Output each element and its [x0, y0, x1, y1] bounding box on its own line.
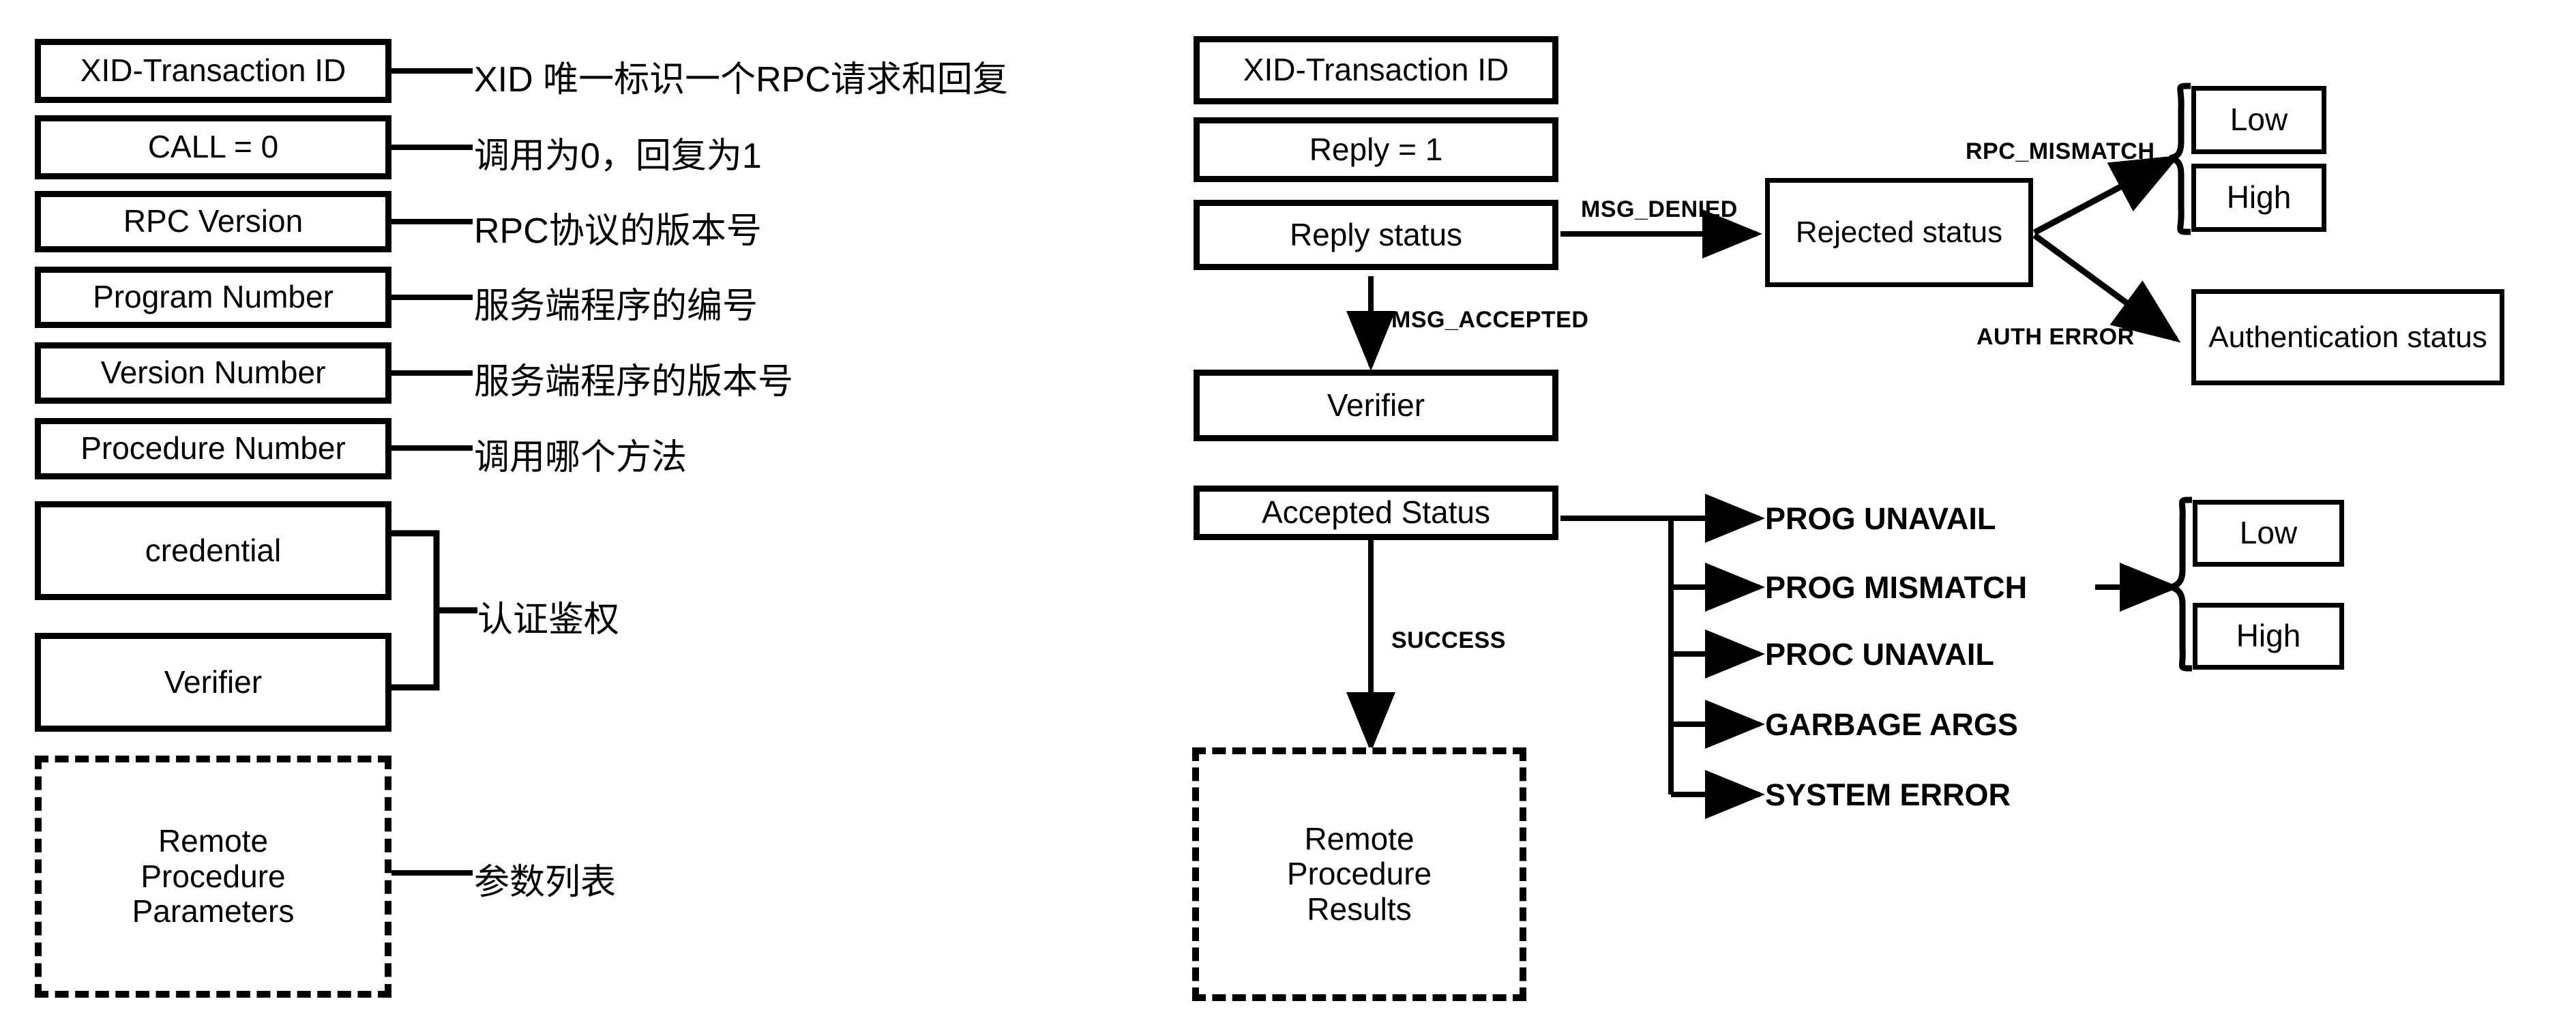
reply-field-verifier[interactable]: Verifier — [1194, 370, 1558, 441]
auth-group-bracket — [391, 530, 477, 691]
call-field-version-number[interactable]: Version Number — [35, 342, 391, 404]
version-range-brace-top — [2169, 83, 2191, 235]
call-field-xid-label: XID-Transaction ID — [80, 53, 346, 89]
call-field-call-label: CALL = 0 — [147, 129, 279, 165]
edge-rpc-mismatch — [2032, 155, 2180, 235]
reply-field-reply-status-label: Reply status — [1289, 216, 1463, 252]
call-field-verifier-label: Verifier — [164, 664, 263, 700]
reply-field-xid[interactable]: XID-Transaction ID — [1194, 36, 1558, 104]
call-payload-parameters[interactable]: Remote Procedure Parameters — [35, 756, 391, 998]
note-auth-group: 认证鉴权 — [477, 600, 620, 640]
accepted-outcome-prog-unavail: PROG UNAVAIL — [1765, 501, 1996, 536]
accepted-outcome-system-error: SYSTEM ERROR — [1765, 777, 2011, 812]
call-payload-line-3: Parameters — [132, 893, 295, 929]
call-payload-line-1: Remote — [158, 823, 269, 859]
reply-payload-line-2: Procedure — [1286, 856, 1432, 892]
note-program-number: 服务端程序的编号 — [474, 286, 758, 326]
rejected-status-box[interactable]: Rejected status — [1765, 178, 2033, 287]
rejected-status-label: Rejected status — [1795, 215, 2003, 250]
authentication-status-box[interactable]: Authentication status — [2191, 289, 2504, 385]
edge-label-rpc-mismatch: RPC_MISMATCH — [1966, 138, 2155, 164]
reply-payload-results[interactable]: Remote Procedure Results — [1192, 747, 1526, 1001]
note-rpc-version: RPC协议的版本号 — [474, 211, 762, 251]
accepted-outcome-garbage-args: GARBAGE ARGS — [1765, 707, 2018, 742]
accepted-outcome-prog-mismatch: PROG MISMATCH — [1765, 570, 2028, 605]
version-range-top-high[interactable]: High — [2191, 164, 2326, 232]
note-xid: XID 唯一标识一个RPC请求和回复 — [474, 60, 1008, 100]
edge-label-auth-error: AUTH ERROR — [1977, 324, 2135, 350]
version-range-bottom-low[interactable]: Low — [2193, 500, 2344, 567]
version-range-brace-bottom — [2163, 496, 2193, 672]
call-field-credential-label: credential — [145, 532, 282, 568]
call-payload-line-2: Procedure — [140, 858, 286, 894]
call-field-procedure-number-label: Procedure Number — [80, 430, 346, 466]
note-call: 调用为0，回复为1 — [474, 136, 762, 176]
version-range-bottom-high-label: High — [2236, 618, 2301, 654]
reply-field-reply[interactable]: Reply = 1 — [1194, 117, 1558, 182]
call-leader-lines — [391, 68, 473, 876]
edge-label-success: SUCCESS — [1391, 627, 1506, 653]
call-field-rpc-version-label: RPC Version — [123, 203, 304, 239]
note-version-number: 服务端程序的版本号 — [474, 362, 794, 402]
reply-field-verifier-label: Verifier — [1327, 387, 1425, 423]
edge-accepted-outcomes — [1560, 494, 1765, 819]
version-range-top-low[interactable]: Low — [2191, 86, 2326, 154]
call-field-credential[interactable]: credential — [35, 501, 391, 600]
reply-field-reply-status[interactable]: Reply status — [1194, 200, 1558, 270]
reply-payload-line-1: Remote — [1304, 820, 1415, 857]
note-parameters: 参数列表 — [474, 863, 617, 902]
reply-field-xid-label: XID-Transaction ID — [1243, 52, 1509, 88]
call-field-xid[interactable]: XID-Transaction ID — [35, 39, 391, 103]
call-field-call[interactable]: CALL = 0 — [35, 115, 391, 179]
authentication-status-label: Authentication status — [2208, 320, 2487, 354]
edge-label-msg-denied: MSG_DENIED — [1581, 196, 1738, 222]
reply-field-reply-label: Reply = 1 — [1309, 131, 1443, 167]
call-field-program-number-label: Program Number — [93, 279, 334, 315]
note-procedure-number: 调用哪个方法 — [474, 438, 687, 477]
reply-field-accepted-status[interactable]: Accepted Status — [1194, 486, 1558, 540]
version-range-bottom-low-label: Low — [2239, 515, 2298, 551]
edge-label-msg-accepted: MSG_ACCEPTED — [1391, 307, 1589, 333]
call-field-procedure-number[interactable]: Procedure Number — [35, 418, 391, 479]
accepted-outcome-proc-unavail: PROC UNAVAIL — [1765, 637, 1994, 672]
version-range-top-low-label: Low — [2230, 102, 2288, 138]
call-field-verifier[interactable]: Verifier — [35, 633, 391, 732]
reply-payload-line-3: Results — [1307, 891, 1412, 927]
version-range-top-high-label: High — [2226, 179, 2292, 215]
reply-field-accepted-status-label: Accepted Status — [1262, 494, 1490, 531]
call-field-version-number-label: Version Number — [100, 355, 326, 391]
call-field-rpc-version[interactable]: RPC Version — [35, 191, 391, 252]
call-field-program-number[interactable]: Program Number — [35, 267, 391, 328]
version-range-bottom-high[interactable]: High — [2193, 603, 2344, 670]
